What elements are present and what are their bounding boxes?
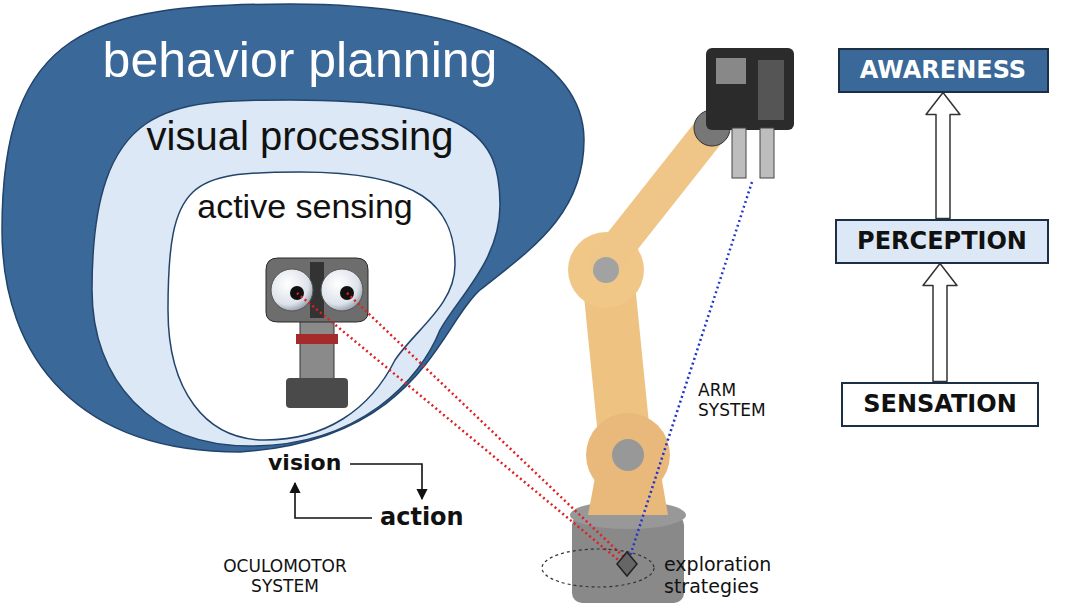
- pupil: [340, 286, 354, 300]
- arm-joint: [612, 439, 644, 471]
- arm-body: [588, 440, 668, 515]
- region-shape: [2, 4, 584, 452]
- system-label: OCULOMOTOR SYSTEM: [210, 556, 360, 597]
- gripper-detail: [758, 60, 784, 120]
- robot-arm: [568, 128, 712, 603]
- loop-label: vision: [268, 450, 341, 476]
- arm-upper: [608, 275, 625, 445]
- eyeball: [321, 269, 363, 311]
- gripper-finger: [760, 128, 774, 178]
- region-title: behavior planning: [103, 30, 498, 90]
- reach-line: [630, 182, 752, 556]
- wrist: [694, 110, 730, 146]
- gripper-body: [706, 48, 794, 130]
- active-sensing-region: active sensing: [166, 170, 458, 442]
- gripper-detail: [716, 58, 746, 84]
- perception-box: PERCEPTION: [835, 219, 1049, 264]
- head-base: [286, 378, 348, 408]
- region-title: visual processing: [147, 112, 454, 160]
- arm-base: [572, 515, 684, 603]
- loop-arrow: [295, 483, 372, 518]
- loop-arrow: [350, 464, 422, 499]
- behavior-planning-region: behavior planning visual processing active…: [0, 0, 586, 454]
- arm-elbow: [568, 232, 644, 308]
- level-arrow: [926, 93, 960, 219]
- arm-turntable: [570, 501, 686, 529]
- level-title: SENSATION: [863, 390, 1017, 419]
- gripper-finger: [732, 128, 746, 178]
- eyeball: [271, 269, 313, 311]
- head-detail: [296, 334, 338, 344]
- target-object: [617, 552, 637, 576]
- visual-processing-region: visual processing active sensing: [90, 98, 502, 448]
- sensation-box: SENSATION: [841, 382, 1039, 427]
- robot-head: [266, 258, 368, 408]
- head-neck: [300, 318, 334, 380]
- head-mount: [310, 262, 324, 318]
- gaze-line: [297, 293, 622, 563]
- arm-forearm: [606, 128, 712, 262]
- gaze-line: [347, 293, 626, 559]
- level-title: AWARENESS: [860, 56, 1026, 85]
- region-title: active sensing: [197, 186, 412, 227]
- gripper: [694, 48, 794, 178]
- target-label: exploration strategies: [664, 554, 804, 598]
- exploration-area: [542, 549, 654, 587]
- region-shape: [92, 100, 500, 446]
- region-shape: [168, 172, 455, 440]
- pupil: [290, 286, 304, 300]
- awareness-box: AWARENESS: [838, 48, 1049, 93]
- level-title: PERCEPTION: [857, 227, 1027, 256]
- arm-joint: [593, 257, 619, 283]
- system-label: ARM SYSTEM: [698, 380, 798, 421]
- arm-shoulder: [586, 413, 670, 497]
- loop-label: action: [380, 503, 464, 532]
- head-frame: [266, 258, 368, 322]
- level-arrow: [923, 264, 957, 382]
